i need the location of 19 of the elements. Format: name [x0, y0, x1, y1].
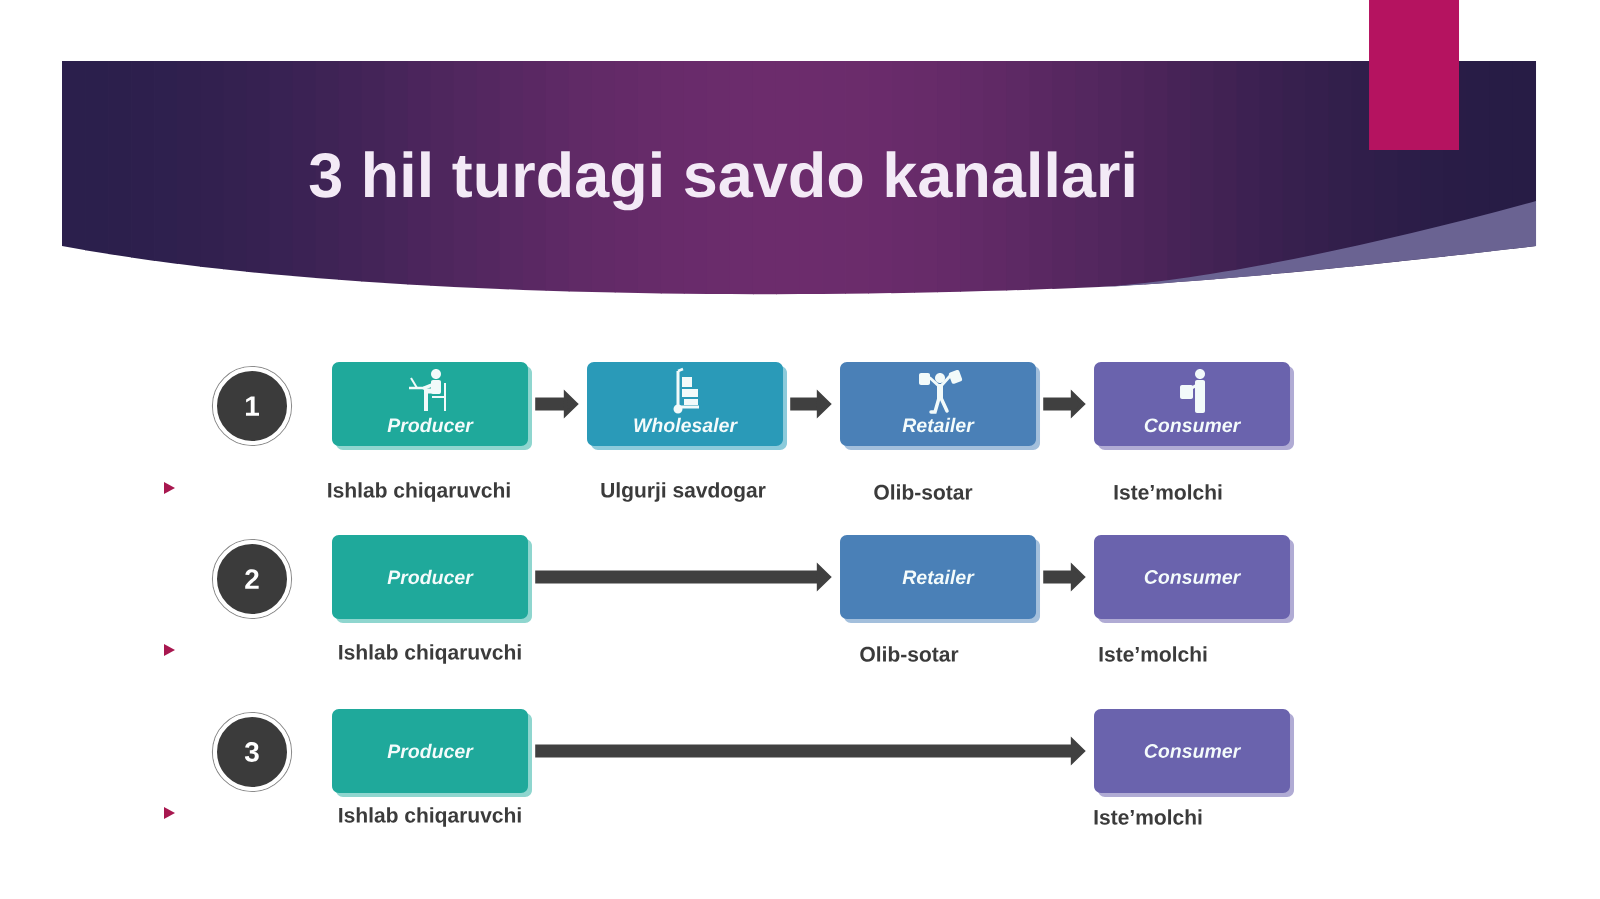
process-box: Producer — [332, 535, 532, 623]
node-caption: Ishlab chiqaruvchi — [339, 807, 521, 827]
process-box: Consumer — [1094, 709, 1294, 797]
process-box: Wholesaler — [587, 362, 787, 450]
node-caption: Iste’molchi — [1114, 484, 1222, 500]
process-box: Consumer — [1094, 535, 1294, 623]
slide-title: 3 hil turdagi savdo kanallari — [309, 151, 1134, 211]
process-box: Producer — [332, 362, 532, 450]
process-box: Producer — [332, 709, 532, 797]
node-caption: Iste’molchi — [1099, 646, 1207, 662]
process-box: Retailer — [840, 362, 1040, 450]
node-caption: Iste’molchi — [1094, 809, 1202, 825]
node-caption: Olib-sotar — [860, 646, 959, 662]
node-caption: Olib-sotar — [874, 484, 973, 500]
node-caption: Ishlab chiqaruvchi — [339, 644, 521, 664]
process-box: Consumer — [1094, 362, 1294, 450]
node-caption: Ishlab chiqaruvchi — [328, 482, 510, 502]
node-caption: Ulgurji savdogar — [601, 482, 766, 502]
process-box: Retailer — [840, 535, 1040, 623]
